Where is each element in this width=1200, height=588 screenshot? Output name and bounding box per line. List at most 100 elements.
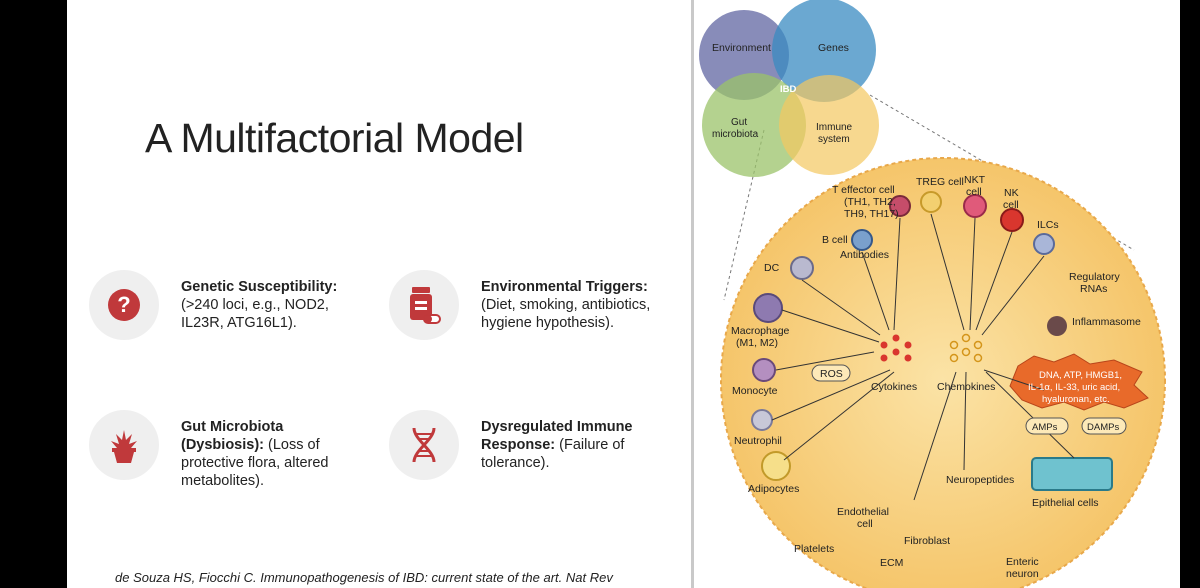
panel-divider [691,0,694,588]
factor-environmental: Environmental Triggers: (Diet, smoking, … [389,270,679,340]
treg-cell-icon [920,191,942,213]
venn-gut [702,73,806,177]
question-mark-icon: ? [108,289,140,321]
label-neuropeptides: Neuropeptides [946,474,1014,486]
label-ros: ROS [820,368,843,380]
label-damp-2: IL-1α, IL-33, uric acid, [1028,382,1120,393]
label-amps: AMPs [1032,422,1058,433]
label-cytokines: Cytokines [871,381,917,393]
venn-genes-label: Genes [818,42,849,54]
zoom-line-left [723,129,765,301]
label-antibodies: Antibodies [840,249,889,261]
immune-icon-circle [389,410,459,480]
ibd-diagram: Environment Genes Gut microbiota Immune … [699,0,1166,588]
label-nk-1: NK [1004,187,1019,199]
label-teffector: T effector cell [832,184,895,196]
immune-heading: Dysregulated Immune Response: [481,419,633,453]
cells [751,191,1149,491]
label-macrophage-1: Macrophage [731,325,790,337]
environmental-body: (Diet, smoking, antibiotics, hygiene hyp… [481,297,651,331]
microbiota-body: (Loss of protective flora, altered metab… [181,437,329,489]
monocyte-icon [752,358,776,382]
factor-genetic: ? Genetic Susceptibility: (>240 loci, e.… [89,270,359,340]
label-ilcs: ILCs [1037,219,1059,231]
label-bcell: B cell [822,234,848,246]
slide-panel: A Multifactorial Model ? Genetic Suscept… [67,0,691,588]
environmental-text: Environmental Triggers: (Diet, smoking, … [481,278,679,332]
epithelial-cells-icon [1031,457,1113,491]
genetic-heading: Genetic Susceptibility: [181,279,338,295]
label-monocyte: Monocyte [732,385,778,397]
label-endothelial-2: cell [857,518,873,530]
venn-immune-label-2: system [818,134,850,145]
environmental-icon-circle [389,270,459,340]
label-inflammasome: Inflammasome [1072,316,1141,328]
venn-immune-label-1: Immune [816,122,853,133]
venn-gut-label-2: microbiota [712,129,759,140]
label-th-2: TH9, TH17) [844,208,899,220]
label-platelets: Platelets [794,543,834,555]
right-gutter [1180,0,1200,588]
label-regulatory-1: Regulatory [1069,271,1121,283]
inflammasome-icon [1047,316,1067,336]
venn-genes [772,0,876,102]
label-enteric-2: neuron [1006,568,1039,580]
label-macrophage-2: (M1, M2) [736,337,778,349]
dna-icon [412,427,436,463]
label-fibroblast: Fibroblast [904,535,950,547]
nk-cell-icon [1000,208,1024,232]
microbiota-heading: Gut Microbiota (Dysbiosis): [181,419,284,453]
label-epithelial: Epithelial cells [1032,497,1099,509]
venn-immune [779,75,879,175]
cytokine-dots [880,334,912,362]
label-damps: DAMPs [1087,422,1119,433]
label-dc: DC [764,262,780,274]
label-regulatory-2: RNAs [1080,283,1107,295]
genetic-icon-circle: ? [89,270,159,340]
macrophage-icon [753,293,783,323]
slide-title: A Multifactorial Model [145,115,524,161]
venn-center-label: IBD [780,84,797,95]
label-endothelial-1: Endothelial [837,506,889,518]
label-neutrophil: Neutrophil [734,435,782,447]
microbiota-text: Gut Microbiota (Dysbiosis): (Loss of pro… [181,418,341,490]
label-damp-1: DNA, ATP, HMGB1, [1039,370,1122,381]
label-enteric-1: Enteric [1006,556,1039,568]
label-treg: TREG cell [916,176,964,188]
left-gutter [0,0,67,588]
citation: de Souza HS, Fiocchi C. Immunopathogenes… [115,570,613,585]
factor-immune: Dysregulated Immune Response: (Failure o… [389,410,679,480]
signal-arrows [771,213,1075,501]
genetic-body: (>240 loci, e.g., NOD2, IL23R, ATG16L1). [181,297,329,331]
neutrophil-icon [751,409,773,431]
label-damp-3: hyaluronan, etc. [1042,394,1110,405]
label-nkt-2: cell [966,186,982,198]
pill-bottle-icon [410,287,441,324]
label-nk-2: cell [1003,199,1019,211]
immune-text: Dysregulated Immune Response: (Failure o… [481,418,646,472]
ros-box [811,364,851,382]
label-chemokines: Chemokines [937,381,995,393]
nkt-cell-icon [963,194,987,218]
label-adipocytes: Adipocytes [748,483,799,495]
venn-environment-label: Environment [712,42,771,54]
ilc-cell-icon [1033,233,1055,255]
damp-burst-icon [1009,353,1149,411]
adipocytes-icon [761,451,791,481]
factor-microbiota: Gut Microbiota (Dysbiosis): (Loss of pro… [89,410,359,490]
microbiota-icon-circle [89,410,159,480]
venn-gut-label-1: Gut [731,117,747,128]
damps-box [1081,417,1127,435]
plant-pot-icon [111,430,137,463]
label-ecm: ECM [880,557,903,569]
teffector-cell-icon [889,195,911,217]
chemokine-dots [949,333,983,363]
dc-cell-icon [790,256,814,280]
ibd-figure: Environment Genes Gut microbiota Immune … [694,0,1180,588]
label-nkt-1: NKT [964,174,986,186]
genetic-text: Genetic Susceptibility: (>240 loci, e.g.… [181,278,359,332]
immune-body: (Failure of tolerance). [481,437,625,471]
bcell-icon [851,229,873,251]
environmental-heading: Environmental Triggers: [481,279,648,295]
amps-box [1025,417,1069,435]
